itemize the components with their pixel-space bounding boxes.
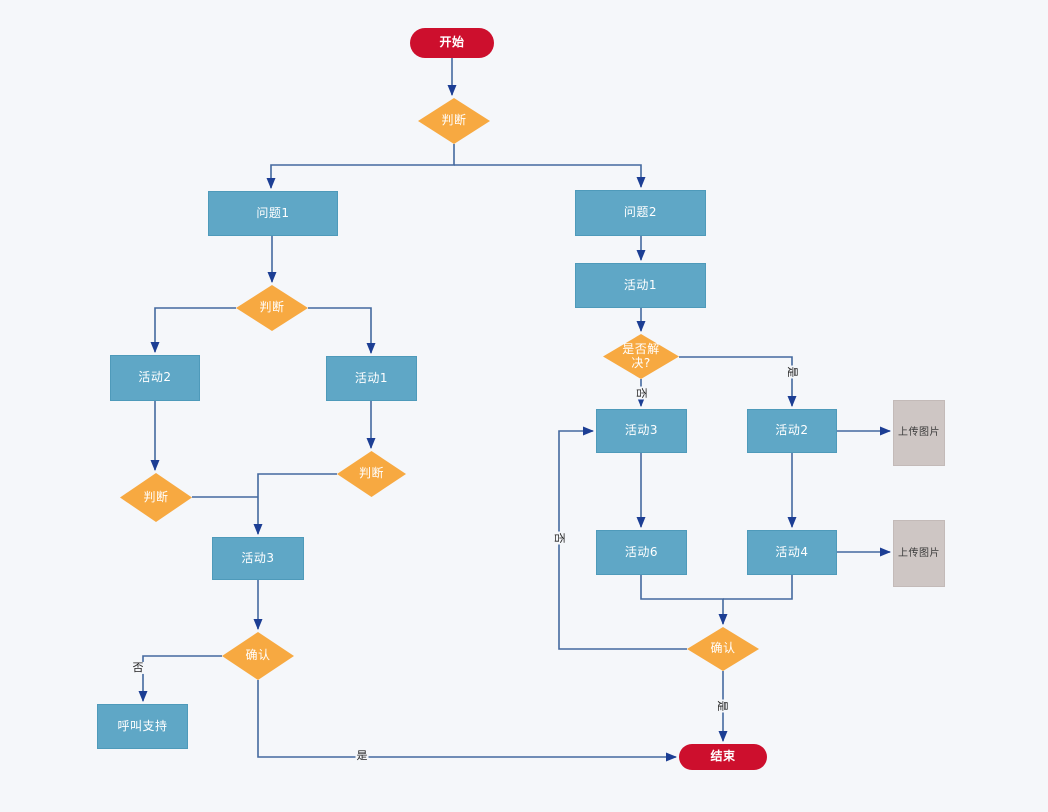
edge-activity6-to-confirm-right	[640, 575, 728, 625]
diamond-icon	[687, 627, 759, 671]
edge-label-no: 否	[552, 531, 567, 545]
edge-confirm-left-to-call-support	[138, 655, 222, 702]
process-node-activity4[interactable]: 活动4	[747, 530, 837, 575]
process-node-question1[interactable]: 问题1	[208, 191, 338, 236]
decision-node-confirm-left[interactable]: 确认	[222, 632, 294, 680]
edge-label-yes: 是	[715, 699, 730, 713]
process-label: 呼叫支持	[117, 718, 168, 733]
process-node-activity1-left[interactable]: 活动1	[326, 356, 417, 401]
process-label: 活动1	[354, 370, 389, 385]
upload-image-node-1[interactable]: 上传图片	[893, 400, 945, 466]
decision-node-confirm-right[interactable]: 确认	[687, 627, 759, 671]
decision-node-lower-left[interactable]: 判断	[120, 473, 192, 522]
edge-decision-top-to-question1	[266, 144, 455, 189]
process-label: 活动2	[138, 370, 172, 385]
end-node-label: 结束	[710, 749, 736, 764]
edge-label-yes: 是	[785, 365, 800, 379]
decision-label: 确认	[710, 641, 736, 656]
decision-label: 是否解决?	[622, 341, 660, 370]
edge-decision-left-to-activity2	[150, 307, 236, 353]
process-node-activity3-left[interactable]: 活动3	[212, 537, 304, 580]
process-node-activity3-right[interactable]: 活动3	[596, 409, 687, 453]
decision-label: 判断	[259, 300, 285, 315]
decision-label: 判断	[143, 489, 169, 504]
diamond-icon	[236, 285, 308, 331]
edge-label-no: 否	[634, 386, 649, 400]
process-label: 问题1	[256, 205, 290, 220]
process-label: 问题2	[623, 205, 658, 220]
decision-label: 判断	[441, 113, 467, 128]
upload-image-node-2[interactable]: 上传图片	[893, 520, 945, 587]
diamond-icon	[120, 473, 192, 522]
edge-confirm-left-to-end	[257, 680, 677, 762]
decision-label: 确认	[245, 648, 271, 663]
process-label: 活动3	[624, 423, 659, 438]
process-node-activity2-left[interactable]: 活动2	[110, 355, 200, 401]
process-label: 活动6	[624, 544, 659, 559]
edge-decision-top-to-question2	[454, 164, 646, 188]
process-label: 活动2	[775, 423, 809, 438]
diamond-icon	[337, 451, 406, 497]
decision-node-left[interactable]: 判断	[236, 285, 308, 331]
process-label: 活动1	[623, 277, 658, 292]
decision-label: 判断	[358, 466, 384, 481]
start-node[interactable]: 开始	[410, 28, 494, 58]
diamond-icon	[603, 334, 679, 379]
edge-activity4-merge	[723, 575, 793, 600]
diamond-icon	[418, 98, 490, 144]
diamond-icon	[222, 632, 294, 680]
process-node-call-support[interactable]: 呼叫支持	[97, 704, 188, 749]
process-node-activity2-right[interactable]: 活动2	[747, 409, 837, 453]
end-node[interactable]: 结束	[679, 744, 767, 770]
edge-solved-to-activity2-right	[679, 356, 797, 407]
decision-node-lower-right[interactable]: 判断	[337, 451, 406, 497]
process-label: 活动4	[775, 544, 809, 559]
decision-node-top[interactable]: 判断	[418, 98, 490, 144]
edge-label-no: 否	[131, 660, 145, 675]
process-node-activity6[interactable]: 活动6	[596, 530, 687, 575]
edge-decision-left-to-activity1	[308, 307, 376, 354]
start-node-label: 开始	[439, 35, 465, 50]
process-node-activity1-right[interactable]: 活动1	[575, 263, 706, 308]
upload-label: 上传图片	[898, 427, 940, 439]
upload-label: 上传图片	[898, 547, 940, 559]
process-node-question2[interactable]: 问题2	[575, 190, 706, 236]
edge-decision-lower-right-to-activity3	[253, 473, 337, 535]
edge-label-yes: 是	[355, 748, 369, 763]
decision-node-solved[interactable]: 是否解决?	[603, 334, 679, 379]
process-label: 活动3	[241, 550, 275, 565]
